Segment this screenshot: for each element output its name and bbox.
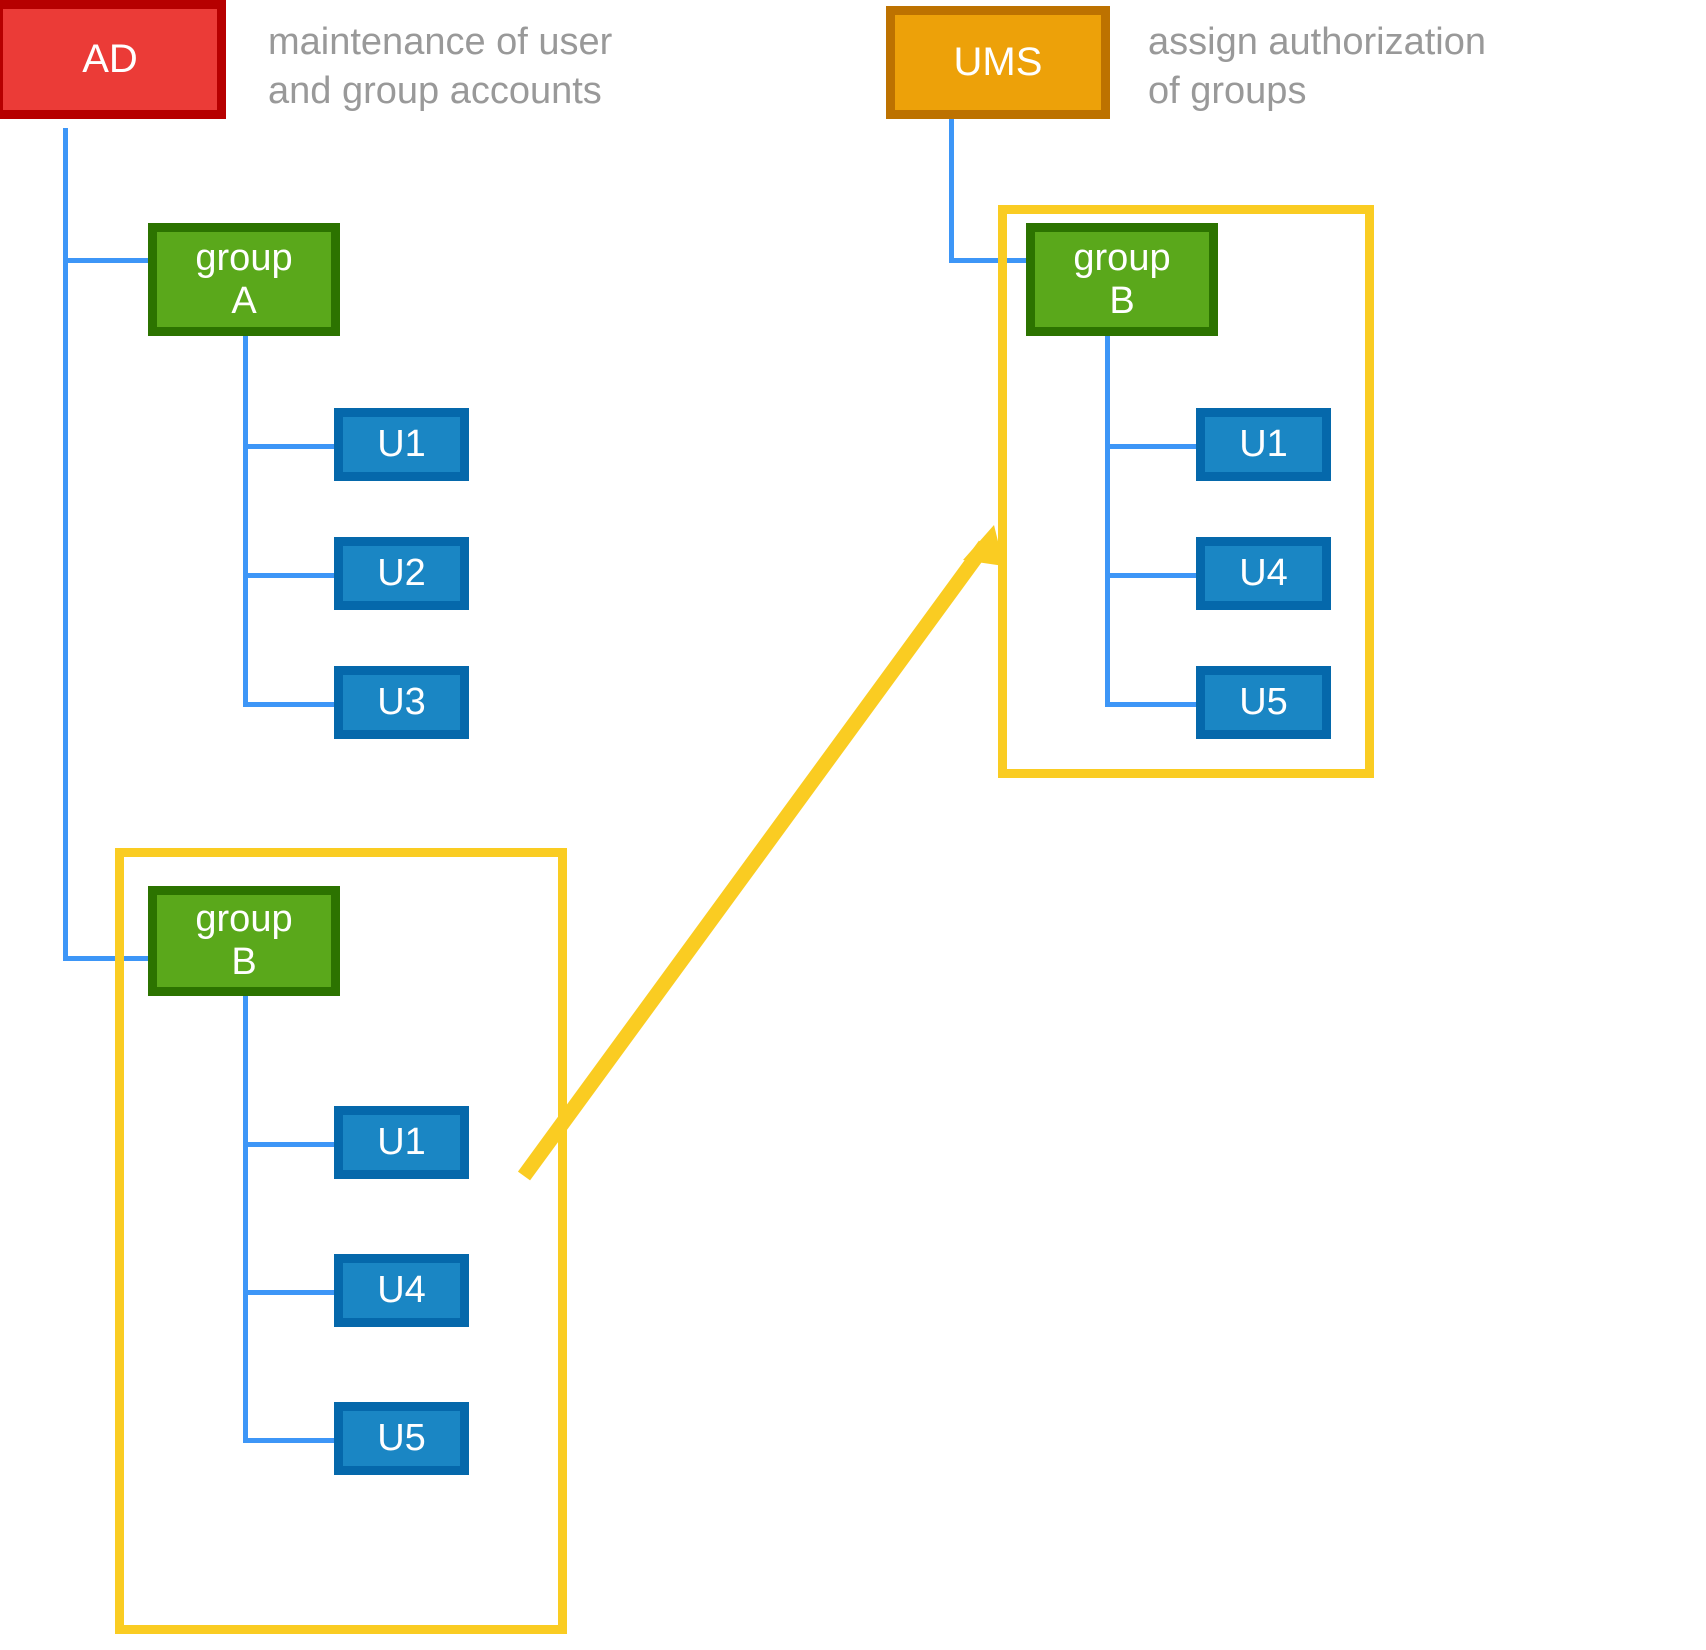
node-group-b-right-user-u1[interactable]: U1 xyxy=(1196,408,1331,481)
connector-group-b-right-u4 xyxy=(1105,573,1201,578)
node-group-b-right-user-u4[interactable]: U4 xyxy=(1196,537,1331,610)
node-ums[interactable]: UMS xyxy=(886,6,1110,119)
caption-ad: maintenance of user and group accounts xyxy=(268,21,613,112)
node-group-b-left-user-u4[interactable]: U4 xyxy=(334,1254,469,1327)
connector-ums-trunk xyxy=(949,117,954,261)
connector-group-b-left-u5 xyxy=(243,1438,339,1443)
connector-ad-to-group-a xyxy=(63,258,162,263)
node-group-a-user-u2[interactable]: U2 xyxy=(334,537,469,610)
connector-group-b-right-trunk xyxy=(1105,336,1110,706)
node-group-b-right-user-u5[interactable]: U5 xyxy=(1196,666,1331,739)
highlight-frame-group-b-left xyxy=(115,848,567,1634)
connector-ad-to-group-b xyxy=(63,956,162,961)
node-ad[interactable]: AD xyxy=(0,0,226,119)
connector-group-b-right-u1 xyxy=(1105,444,1201,449)
connector-group-a-u2 xyxy=(243,573,339,578)
node-group-b-left-user-u5[interactable]: U5 xyxy=(334,1402,469,1475)
node-group-a[interactable]: group A xyxy=(148,223,340,336)
node-group-b-right[interactable]: group B xyxy=(1026,223,1218,336)
connector-ad-trunk xyxy=(63,128,68,961)
connector-group-b-left-u4 xyxy=(243,1290,339,1295)
connector-group-a-u1 xyxy=(243,444,339,449)
group-b-mapping-arrow xyxy=(517,525,1004,1181)
caption-ums: assign authorization of groups xyxy=(1148,21,1486,112)
node-group-b-left[interactable]: group B xyxy=(148,886,340,996)
node-group-a-user-u1[interactable]: U1 xyxy=(334,408,469,481)
connector-group-a-u3 xyxy=(243,702,339,707)
connector-group-b-left-u1 xyxy=(243,1142,339,1147)
connector-group-a-trunk xyxy=(243,336,248,706)
connector-group-b-left-trunk xyxy=(243,996,248,1440)
node-group-b-left-user-u1[interactable]: U1 xyxy=(334,1106,469,1179)
connector-group-b-right-u5 xyxy=(1105,702,1201,707)
node-group-a-user-u3[interactable]: U3 xyxy=(334,666,469,739)
highlight-frame-group-b-right xyxy=(998,205,1374,778)
